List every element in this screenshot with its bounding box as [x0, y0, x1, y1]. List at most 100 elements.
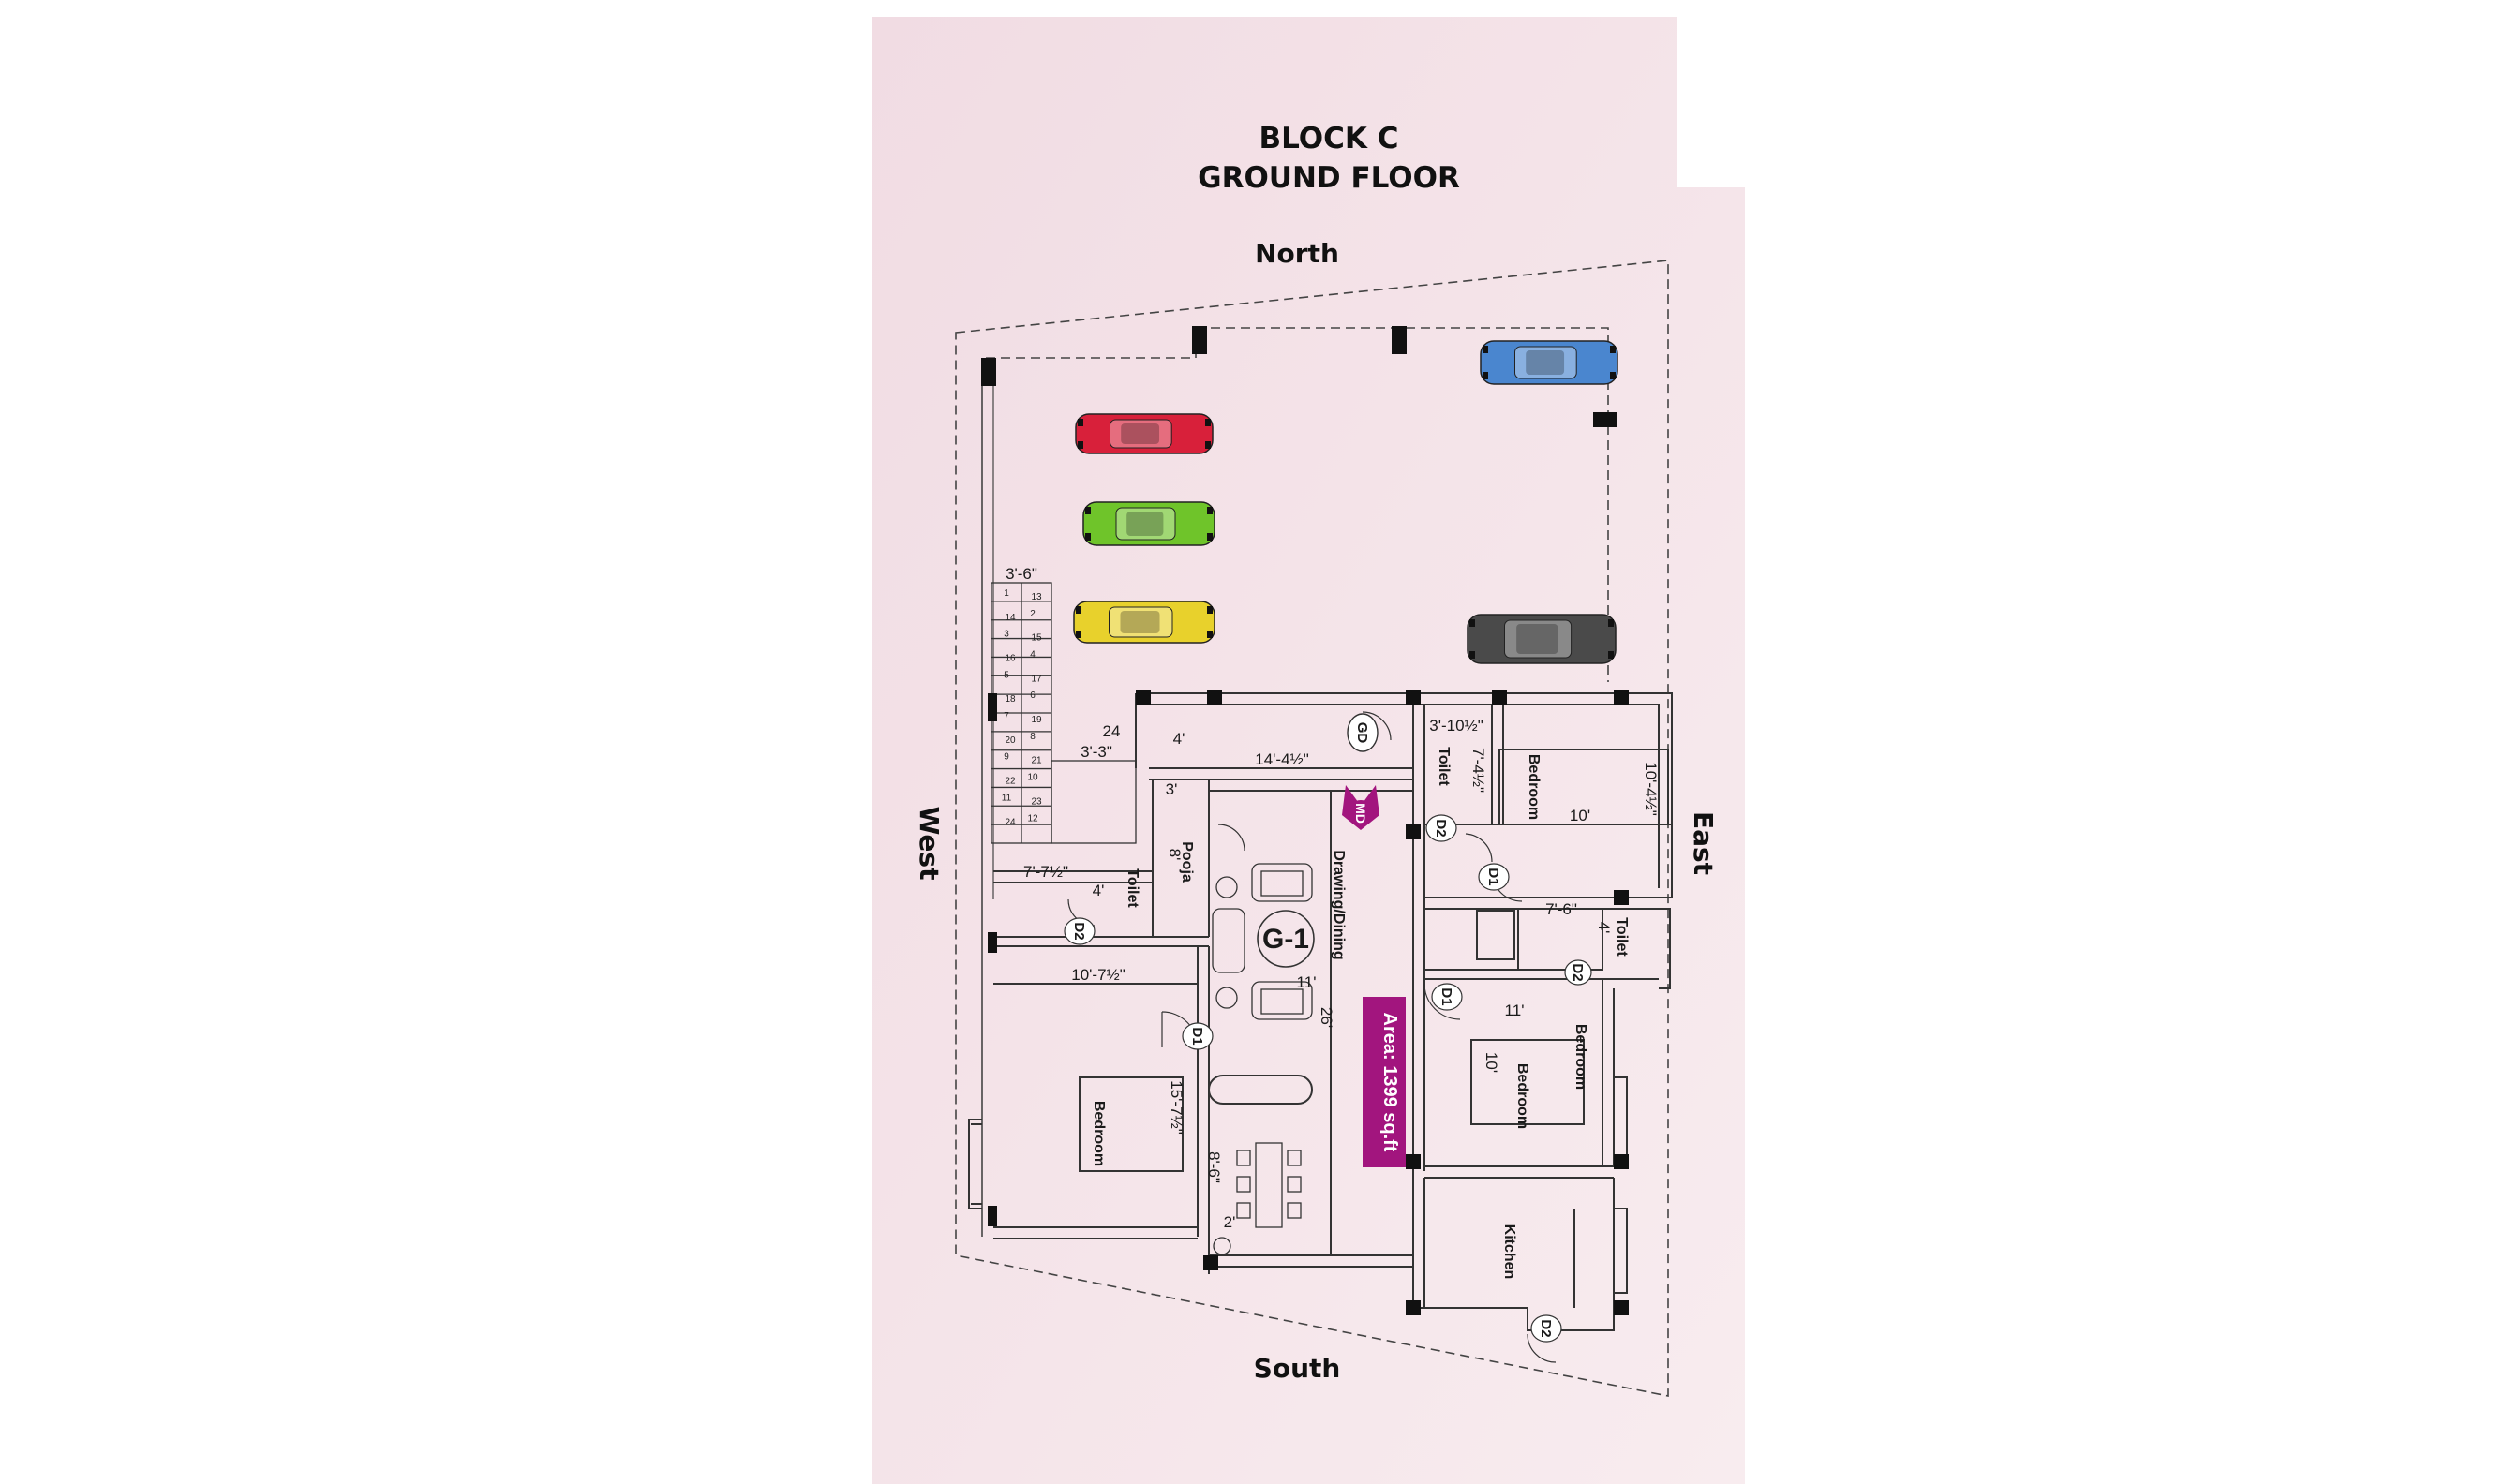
- stair-step-number: 13: [1031, 592, 1042, 602]
- room-label-drawing-dining: Drawing/Dining: [1331, 850, 1347, 959]
- building-walls: [968, 692, 1673, 1331]
- stair-step-number: 15: [1031, 633, 1042, 644]
- stair-step-number: 4: [1030, 650, 1036, 660]
- dim-toilet-w-w: 7'-7½": [1023, 863, 1068, 881]
- stair-step-number: 7: [1004, 711, 1009, 721]
- dining-table: [1236, 1142, 1302, 1228]
- room-label-toilet-e: Toilet: [1614, 917, 1630, 957]
- stair-step-number: 9: [1004, 752, 1009, 763]
- dimension-labels: 14'-4½" 4' 3'-10½" 7'-4½" 10'-4½" 10' 3'…: [1023, 717, 1660, 1231]
- stair-step-number: 2: [1030, 609, 1036, 619]
- dim-wash-w: 8'-6": [1205, 1151, 1223, 1183]
- dim-toilet-e-l: 4': [1595, 922, 1613, 934]
- car-yellow: [1073, 601, 1215, 644]
- unit-code: G-1: [1262, 924, 1309, 955]
- stair-step-number: 10: [1027, 773, 1038, 783]
- stair-step-number: 11: [1002, 793, 1012, 803]
- stair-step-number: 19: [1031, 715, 1042, 725]
- compass-south: South: [1254, 1353, 1341, 1384]
- dim-toilet-e-w: 7'-6": [1545, 900, 1577, 918]
- coffee-table: [1257, 910, 1315, 968]
- dim-pooja-l: 8': [1166, 849, 1184, 861]
- car-red: [1075, 413, 1214, 454]
- svg-text:D2: D2: [1433, 819, 1449, 837]
- staircase: [991, 582, 1137, 844]
- wash-basin: [1213, 1237, 1231, 1255]
- stair-width-dim: 3'-6": [1006, 565, 1037, 583]
- door-gd: GD: [1347, 713, 1379, 752]
- dim-bedroom-e-w: 11': [1505, 1002, 1525, 1019]
- room-label-bedroom-e: Bedroom: [1573, 1024, 1588, 1090]
- room-label-kitchen: Kitchen: [1501, 1224, 1517, 1280]
- door-d2-kitchen: D2: [1530, 1314, 1562, 1343]
- room-label-bedroom-e-inner: Bedroom: [1514, 1063, 1530, 1129]
- dim-foyer-depth: 4': [1173, 730, 1185, 748]
- dim-toilet-ne-l: 7'-4½": [1469, 748, 1487, 793]
- svg-text:D1: D1: [1485, 868, 1501, 885]
- dim-wash-l: 2': [1224, 1213, 1236, 1231]
- svg-text:D1: D1: [1189, 1027, 1205, 1045]
- stair-step-number: 24: [1005, 817, 1016, 827]
- svg-text:D2: D2: [1570, 963, 1586, 981]
- dim-bedroom-ne-l: 10': [1570, 807, 1590, 824]
- sofa-set: [1212, 863, 1313, 1020]
- stair-step-number: 18: [1005, 694, 1016, 705]
- room-label-bedroom-ne: Bedroom: [1526, 754, 1542, 820]
- block-title: BLOCK C: [1260, 122, 1399, 156]
- svg-text:GD: GD: [1354, 722, 1370, 744]
- landing-width-dim: 3'-3": [1081, 743, 1112, 761]
- svg-text:Area: 1399 sq.ft: Area: 1399 sq.ft: [1379, 1013, 1400, 1152]
- car-blue: [1480, 340, 1618, 385]
- svg-text:D1: D1: [1438, 987, 1454, 1005]
- dim-bedroom-e-l: 10': [1483, 1052, 1500, 1073]
- stair-step-number: 20: [1005, 735, 1016, 746]
- door-d2-ne-toilet: D2: [1425, 814, 1457, 842]
- dim-foyer-width: 14'-4½": [1255, 750, 1308, 768]
- stair-step-number: 14: [1005, 613, 1016, 623]
- door-d1-e-bedroom: D1: [1431, 983, 1463, 1011]
- area-badge: Area: 1399 sq.ft: [1363, 997, 1406, 1167]
- door-md: MD: [1342, 785, 1379, 830]
- parking-columns: [981, 326, 1617, 427]
- dim-bedroom-ne-w: 10'-4½": [1642, 762, 1660, 815]
- stair-step-number: 3: [1004, 630, 1009, 640]
- stair-step-number: 16: [1005, 654, 1016, 664]
- stair-step-number: 1: [1004, 588, 1009, 599]
- dim-toilet-w-l: 4': [1093, 882, 1105, 899]
- building-columns: [988, 690, 1629, 1315]
- stair-step-number: 8: [1030, 732, 1036, 742]
- room-label-bedroom-w: Bedroom: [1091, 1101, 1107, 1166]
- dim-pooja-w: 3': [1166, 780, 1178, 798]
- door-d1-w-bedroom: D1: [1182, 1022, 1214, 1050]
- stair-step-number: 17: [1031, 674, 1042, 684]
- room-label-toilet-w: Toilet: [1125, 868, 1140, 908]
- site-boundary: [955, 260, 1669, 1397]
- car-green: [1082, 501, 1215, 546]
- dim-bedroom-w-w: 10'-7½": [1071, 966, 1125, 984]
- room-label-toilet-ne: Toilet: [1436, 747, 1452, 786]
- car-dark-grey: [1467, 614, 1617, 664]
- svg-text:D2: D2: [1538, 1319, 1554, 1337]
- door-d1-ne-bedroom: D1: [1478, 863, 1510, 891]
- door-d2-e-toilet: D2: [1564, 959, 1592, 986]
- compass-west: West: [914, 807, 945, 881]
- stair-step-number: 5: [1004, 670, 1009, 680]
- dim-toilet-ne-w: 3'-10½": [1429, 717, 1483, 735]
- compass-east: East: [1688, 811, 1719, 875]
- stair-step-number: 23: [1031, 796, 1042, 807]
- door-d2-w-toilet: D2: [1064, 917, 1096, 945]
- stair-step-number: 12: [1027, 813, 1038, 824]
- svg-text:D2: D2: [1071, 922, 1087, 940]
- room-label-pooja: Pooja: [1179, 841, 1195, 883]
- floor-title: GROUND FLOOR: [1198, 161, 1460, 195]
- stair-step-number: 21: [1031, 756, 1042, 766]
- dim-drawing-l: 26': [1318, 1007, 1335, 1028]
- dim-bedroom-w-l: 15'-7½": [1168, 1080, 1185, 1134]
- landing-depth-dim: 24: [1103, 722, 1121, 740]
- dim-drawing-w: 11': [1297, 973, 1317, 991]
- svg-text:MD: MD: [1353, 803, 1368, 824]
- stair-step-number: 22: [1005, 777, 1016, 787]
- stair-step-number: 6: [1030, 690, 1036, 701]
